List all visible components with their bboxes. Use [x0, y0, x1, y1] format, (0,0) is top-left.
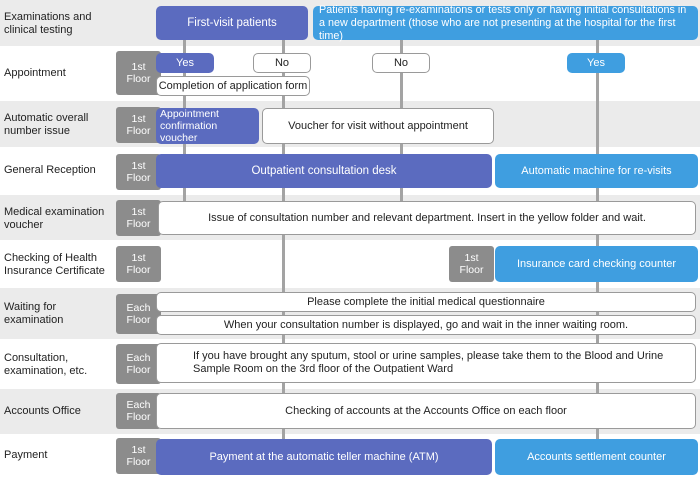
floor-badge-automatic-number: 1st Floor: [116, 107, 161, 143]
floor-badge-appointment: 1st Floor: [116, 51, 161, 95]
row-label-general-reception: General Reception: [4, 164, 96, 176]
row-label-payment: Payment: [4, 449, 48, 461]
row-label-examinations: Examinations and clinical testing: [4, 11, 92, 36]
appointment-voucher-box: Appointment confirmation voucher: [156, 108, 259, 144]
reexam-header: Patients having re-examinations or tests…: [313, 4, 698, 42]
questionnaire-box: Please complete the initial medical ques…: [156, 292, 696, 312]
outpatient-desk-box: Outpatient consultation desk: [156, 154, 492, 188]
floor-badge-insurance: 1st Floor: [116, 246, 161, 282]
insurance-floor-badge: 1st Floor: [449, 246, 494, 282]
consultation-number-box: Issue of consultation number and relevan…: [158, 201, 696, 235]
auto-machine-box: Automatic machine for re-visits: [495, 154, 698, 188]
appointment-yes-first: Yes: [156, 53, 214, 73]
floor-badge-waiting: Each Floor: [116, 294, 161, 334]
appointment-yes-reexam: Yes: [567, 53, 625, 73]
floor-badge-payment: 1st Floor: [116, 438, 161, 474]
floor-badge-medical-voucher: 1st Floor: [116, 200, 161, 236]
row-label-accounts-office: Accounts Office: [4, 405, 81, 417]
row-label-appointment: Appointment: [4, 67, 66, 79]
no-appointment-voucher-box: Voucher for visit without appointment: [262, 108, 494, 144]
appointment-no-first: No: [253, 53, 311, 73]
floor-badge-consultation: Each Floor: [116, 344, 161, 384]
appointment-no-reexam: No: [372, 53, 430, 73]
accounts-box: Checking of accounts at the Accounts Off…: [156, 393, 696, 429]
application-form-box: Completion of application form: [156, 76, 310, 96]
floor-badge-general-reception: 1st Floor: [116, 154, 161, 190]
settlement-box: Accounts settlement counter: [495, 439, 698, 475]
samples-box: If you have brought any sputum, stool or…: [156, 343, 696, 383]
row-label-waiting: Waiting for examination: [4, 301, 64, 326]
row-label-consultation: Consultation, examination, etc.: [4, 352, 88, 377]
first-visit-header: First-visit patients: [156, 6, 308, 40]
row-label-medical-voucher: Medical examination voucher: [4, 206, 105, 231]
waiting-room-box: When your consultation number is display…: [156, 315, 696, 335]
row-label-insurance: Checking of Health Insurance Certificate: [4, 252, 105, 277]
insurance-counter-box: Insurance card checking counter: [495, 246, 698, 282]
atm-box: Payment at the automatic teller machine …: [156, 439, 492, 475]
floor-badge-accounts-office: Each Floor: [116, 393, 161, 429]
flow-line-yes-reexam: [596, 40, 599, 450]
row-label-automatic-number: Automatic overall number issue: [4, 112, 89, 137]
flow-line-no-first: [282, 40, 285, 450]
